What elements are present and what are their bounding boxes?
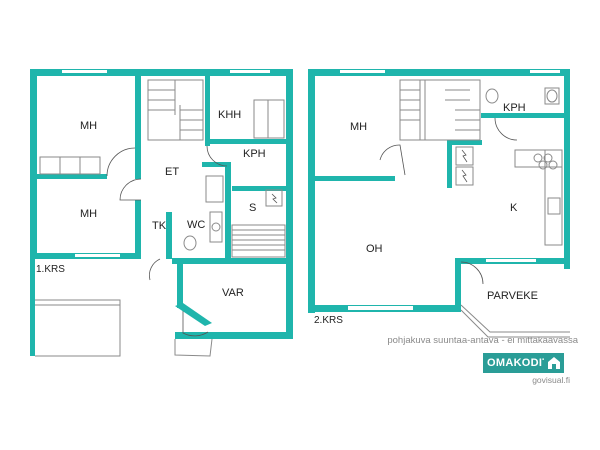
room-label-khh: KHH	[218, 109, 241, 121]
room-label-wc: WC	[187, 219, 205, 231]
room-label-var: VAR	[222, 287, 244, 299]
floor-label-1: 1.KRS	[36, 264, 65, 275]
disclaimer-note: pohjakuva suuntaa-antava - ei mittakaava…	[387, 335, 578, 346]
house-icon	[544, 353, 564, 373]
room-label-s: S	[249, 202, 256, 214]
room-label-k: K	[510, 202, 518, 214]
room-label-kph-1: KPH	[243, 148, 266, 160]
room-label-mh-2: MH	[80, 208, 97, 220]
room-label-tk: TK	[152, 220, 167, 232]
floor-1-plan	[30, 69, 293, 357]
room-label-oh: OH	[366, 243, 383, 255]
floor-2-plan	[308, 69, 570, 338]
room-label-mh-1: MH	[80, 120, 97, 132]
room-label-mh-f2: MH	[350, 121, 367, 133]
omakodit-logo: OMAKODIT	[483, 353, 549, 373]
website-label: govisual.fi	[532, 375, 570, 385]
room-label-kph-f2: KPH	[503, 102, 526, 114]
room-label-parveke: PARVEKE	[487, 290, 538, 302]
room-label-et: ET	[165, 166, 179, 178]
floor-label-2: 2.KRS	[314, 315, 343, 326]
